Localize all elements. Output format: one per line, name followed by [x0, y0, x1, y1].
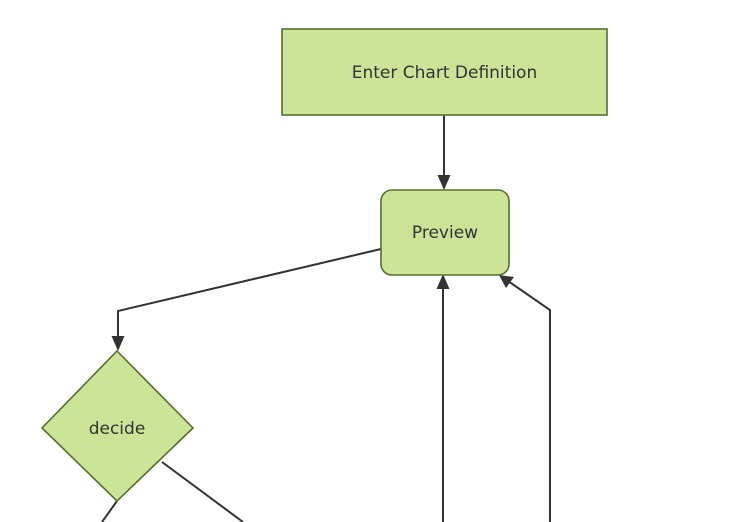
edge-line [161, 461, 244, 522]
node-rectangle-shape [281, 28, 608, 116]
edge-decide-right-out [161, 461, 244, 522]
node-enter-chart-definition[interactable]: Enter Chart Definition [281, 28, 608, 116]
edge-enter-to-preview [437, 115, 451, 190]
node-rounded-rectangle-shape [380, 189, 510, 276]
edge-line [507, 280, 551, 522]
node-label-decide: decide [89, 419, 146, 439]
edge-line [117, 248, 382, 341]
edge-decide-bottom-out [101, 500, 118, 522]
node-decide[interactable]: decide [40, 349, 195, 503]
edge-right-to-preview [499, 275, 551, 522]
arrowhead-icon [499, 275, 514, 288]
arrowhead-icon [436, 274, 450, 289]
node-label-preview: Preview [412, 223, 478, 243]
edge-preview-to-decide [111, 248, 382, 351]
edge-line [101, 500, 118, 522]
node-preview[interactable]: Preview [380, 189, 510, 276]
node-label-enter-chart-definition: Enter Chart Definition [352, 63, 537, 83]
node-diamond-shape [40, 349, 195, 503]
arrowhead-icon [437, 175, 451, 190]
edge-center-to-preview [436, 274, 450, 522]
arrowhead-icon [111, 336, 125, 351]
